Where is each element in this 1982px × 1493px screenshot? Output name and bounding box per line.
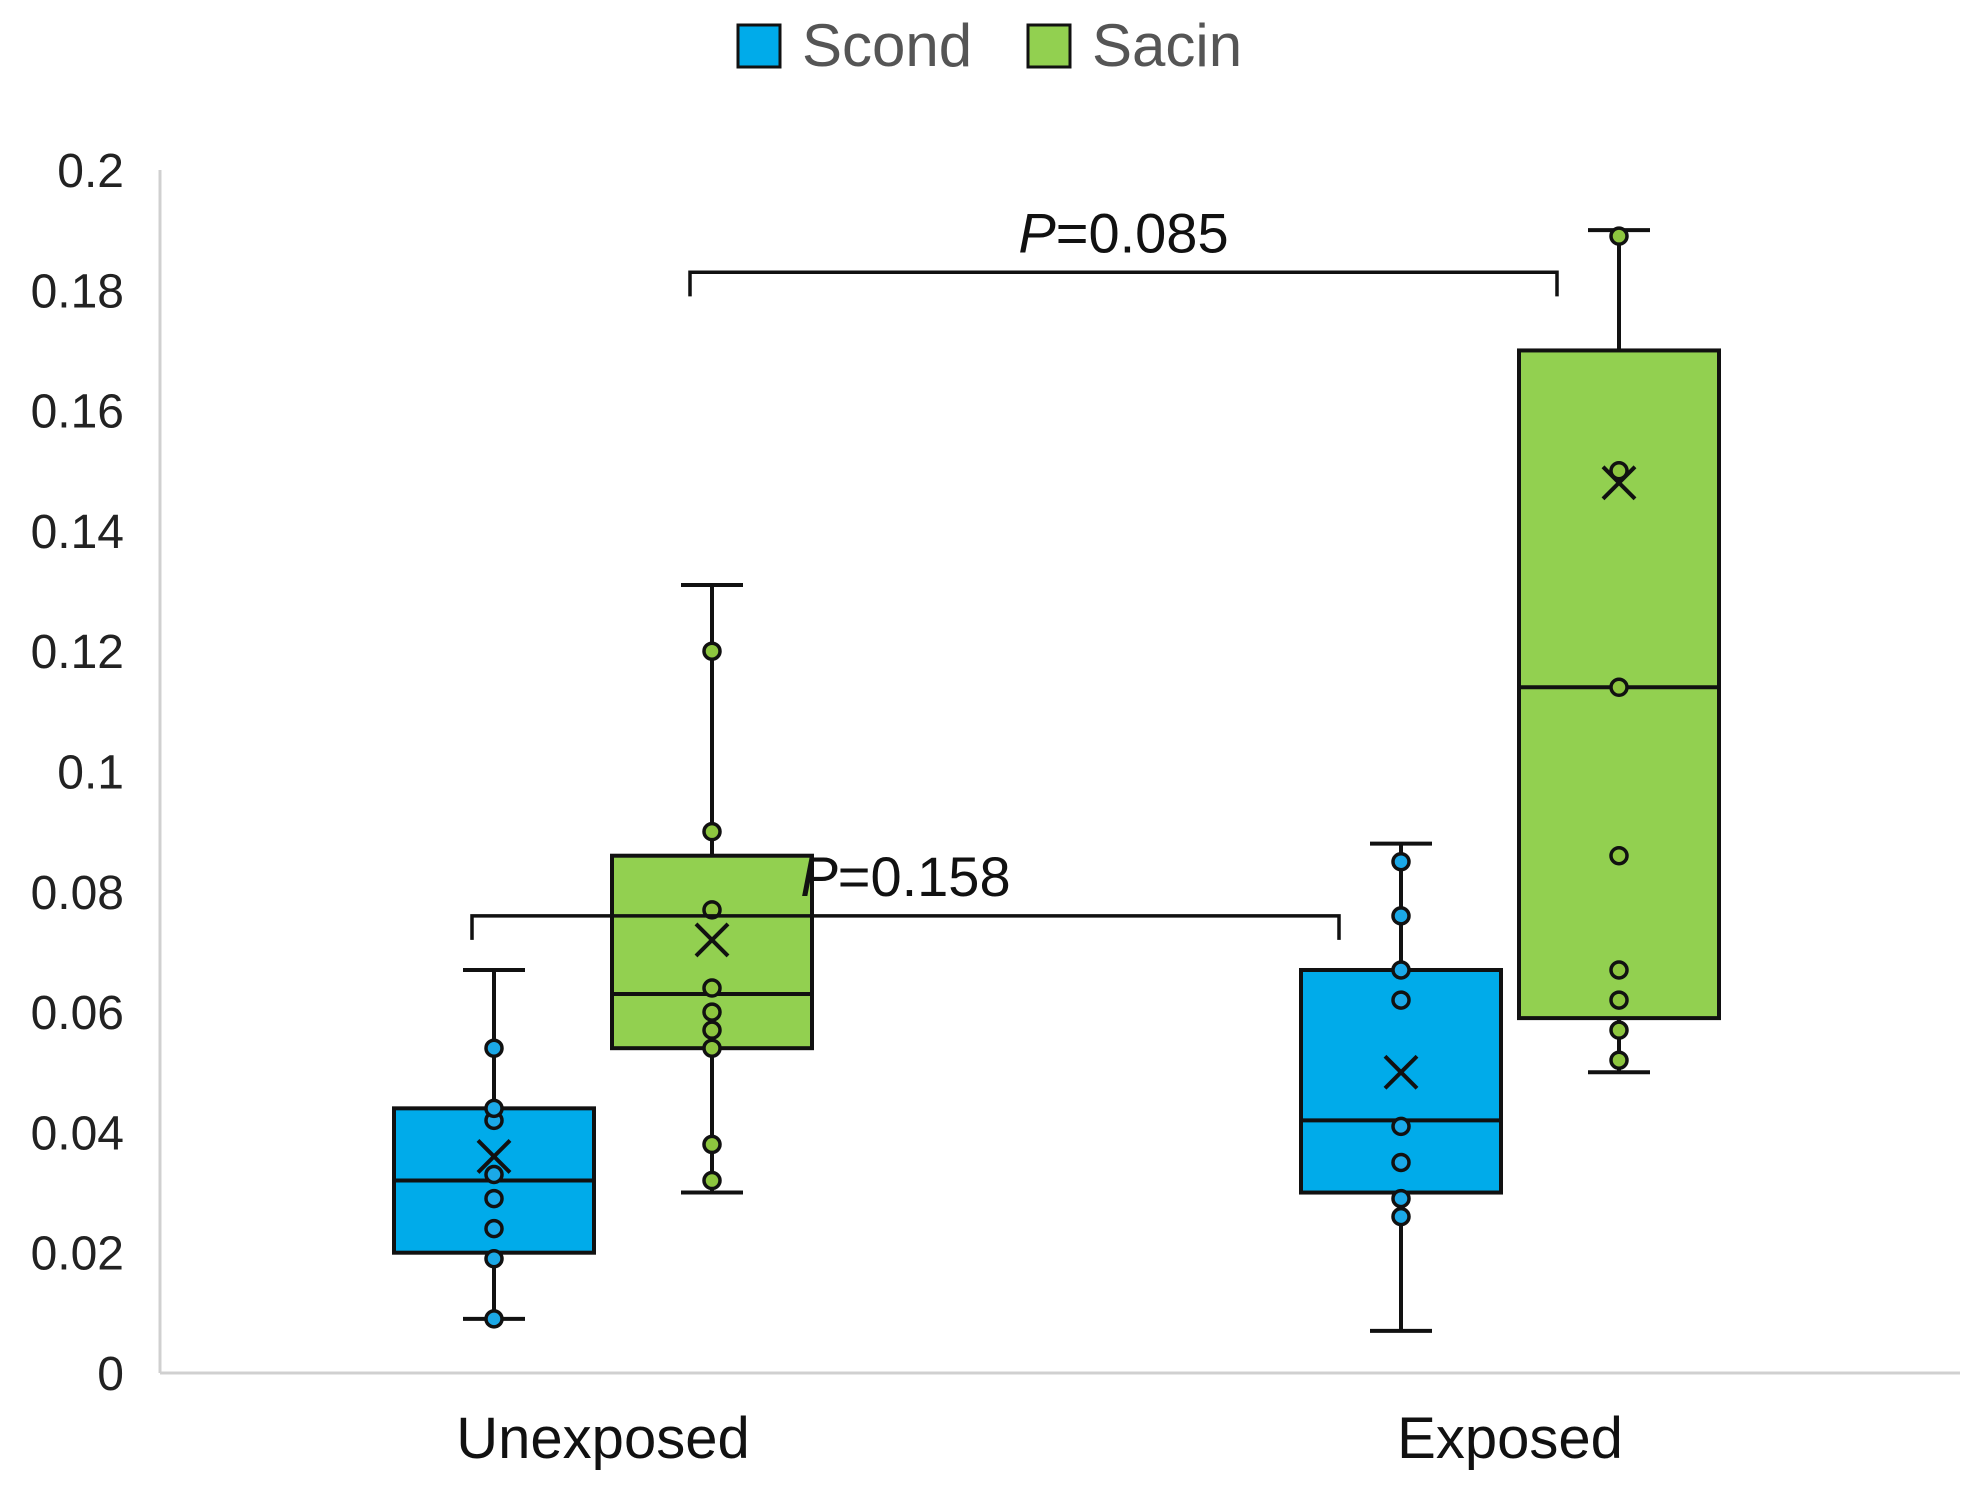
data-point <box>1609 1050 1629 1070</box>
data-point <box>702 978 722 998</box>
data-point <box>1609 226 1629 246</box>
box-sacin-unexposed <box>610 583 814 1195</box>
p-value-text: =0.158 <box>838 845 1011 908</box>
data-point <box>484 1164 504 1185</box>
data-point <box>702 1020 722 1040</box>
significance-bracket: P=0.085 <box>688 201 1559 297</box>
p-value-prefix: P <box>1018 201 1055 264</box>
mean-marker <box>1601 465 1637 501</box>
data-point <box>702 1002 722 1022</box>
data-point <box>1391 990 1411 1010</box>
legend-swatch <box>1026 23 1072 69</box>
data-point <box>1609 461 1629 481</box>
data-point <box>702 821 722 842</box>
y-tick-label: 0 <box>97 1348 124 1401</box>
box-scond-exposed <box>1299 841 1503 1333</box>
data-point <box>484 1309 504 1329</box>
data-point <box>702 1038 722 1058</box>
y-tick-label: 0.12 <box>31 626 124 679</box>
p-value-label: P=0.158 <box>800 845 1010 908</box>
data-point <box>484 1098 504 1119</box>
p-value-label: P=0.085 <box>1018 201 1228 264</box>
data-point <box>1609 990 1629 1010</box>
data-point <box>702 900 722 920</box>
data-point <box>1609 960 1629 980</box>
data-point <box>484 1218 504 1239</box>
mean-marker <box>694 922 730 958</box>
data-point <box>1609 1020 1629 1040</box>
data-point <box>1391 1188 1411 1209</box>
p-value-text: =0.085 <box>1056 201 1229 264</box>
y-tick-label: 0.04 <box>31 1107 124 1160</box>
y-tick-label: 0.2 <box>57 145 124 198</box>
x-category-label: Exposed <box>1397 1406 1623 1471</box>
data-point <box>702 1134 722 1155</box>
legend-label: Scond <box>802 12 972 79</box>
data-point <box>1391 1116 1411 1137</box>
y-tick-label: 0.08 <box>31 867 124 920</box>
y-tick-label: 0.1 <box>57 747 124 800</box>
y-tick-label: 0.02 <box>31 1228 124 1281</box>
data-point <box>1609 677 1629 698</box>
legend-swatch <box>736 23 782 69</box>
mean-marker <box>1383 1054 1419 1090</box>
x-category-label: Unexposed <box>456 1406 749 1471</box>
box-scond-unexposed <box>392 967 596 1329</box>
data-point <box>484 1188 504 1209</box>
data-point <box>702 1170 722 1191</box>
box-sacin-exposed <box>1517 226 1721 1075</box>
data-point <box>1391 960 1411 980</box>
y-tick-label: 0.06 <box>31 987 124 1040</box>
bracket-line <box>470 914 1341 940</box>
p-value-prefix: P <box>800 845 837 908</box>
data-point <box>1391 1206 1411 1227</box>
legend-label: Sacin <box>1092 12 1242 79</box>
y-tick-label: 0.14 <box>31 506 124 559</box>
y-tick-label: 0.18 <box>31 265 124 318</box>
data-point <box>1391 906 1411 926</box>
data-point <box>1391 1152 1411 1173</box>
significance-bracket: P=0.158 <box>470 845 1341 940</box>
legend: Scond Sacin <box>736 12 1242 79</box>
data-point <box>484 1248 504 1269</box>
mean-marker <box>476 1139 512 1174</box>
data-point <box>484 1038 504 1058</box>
data-point <box>1609 845 1629 866</box>
data-point <box>702 641 722 661</box>
y-tick-label: 0.16 <box>31 386 124 439</box>
data-point <box>1391 851 1411 872</box>
bracket-line <box>688 270 1559 297</box>
